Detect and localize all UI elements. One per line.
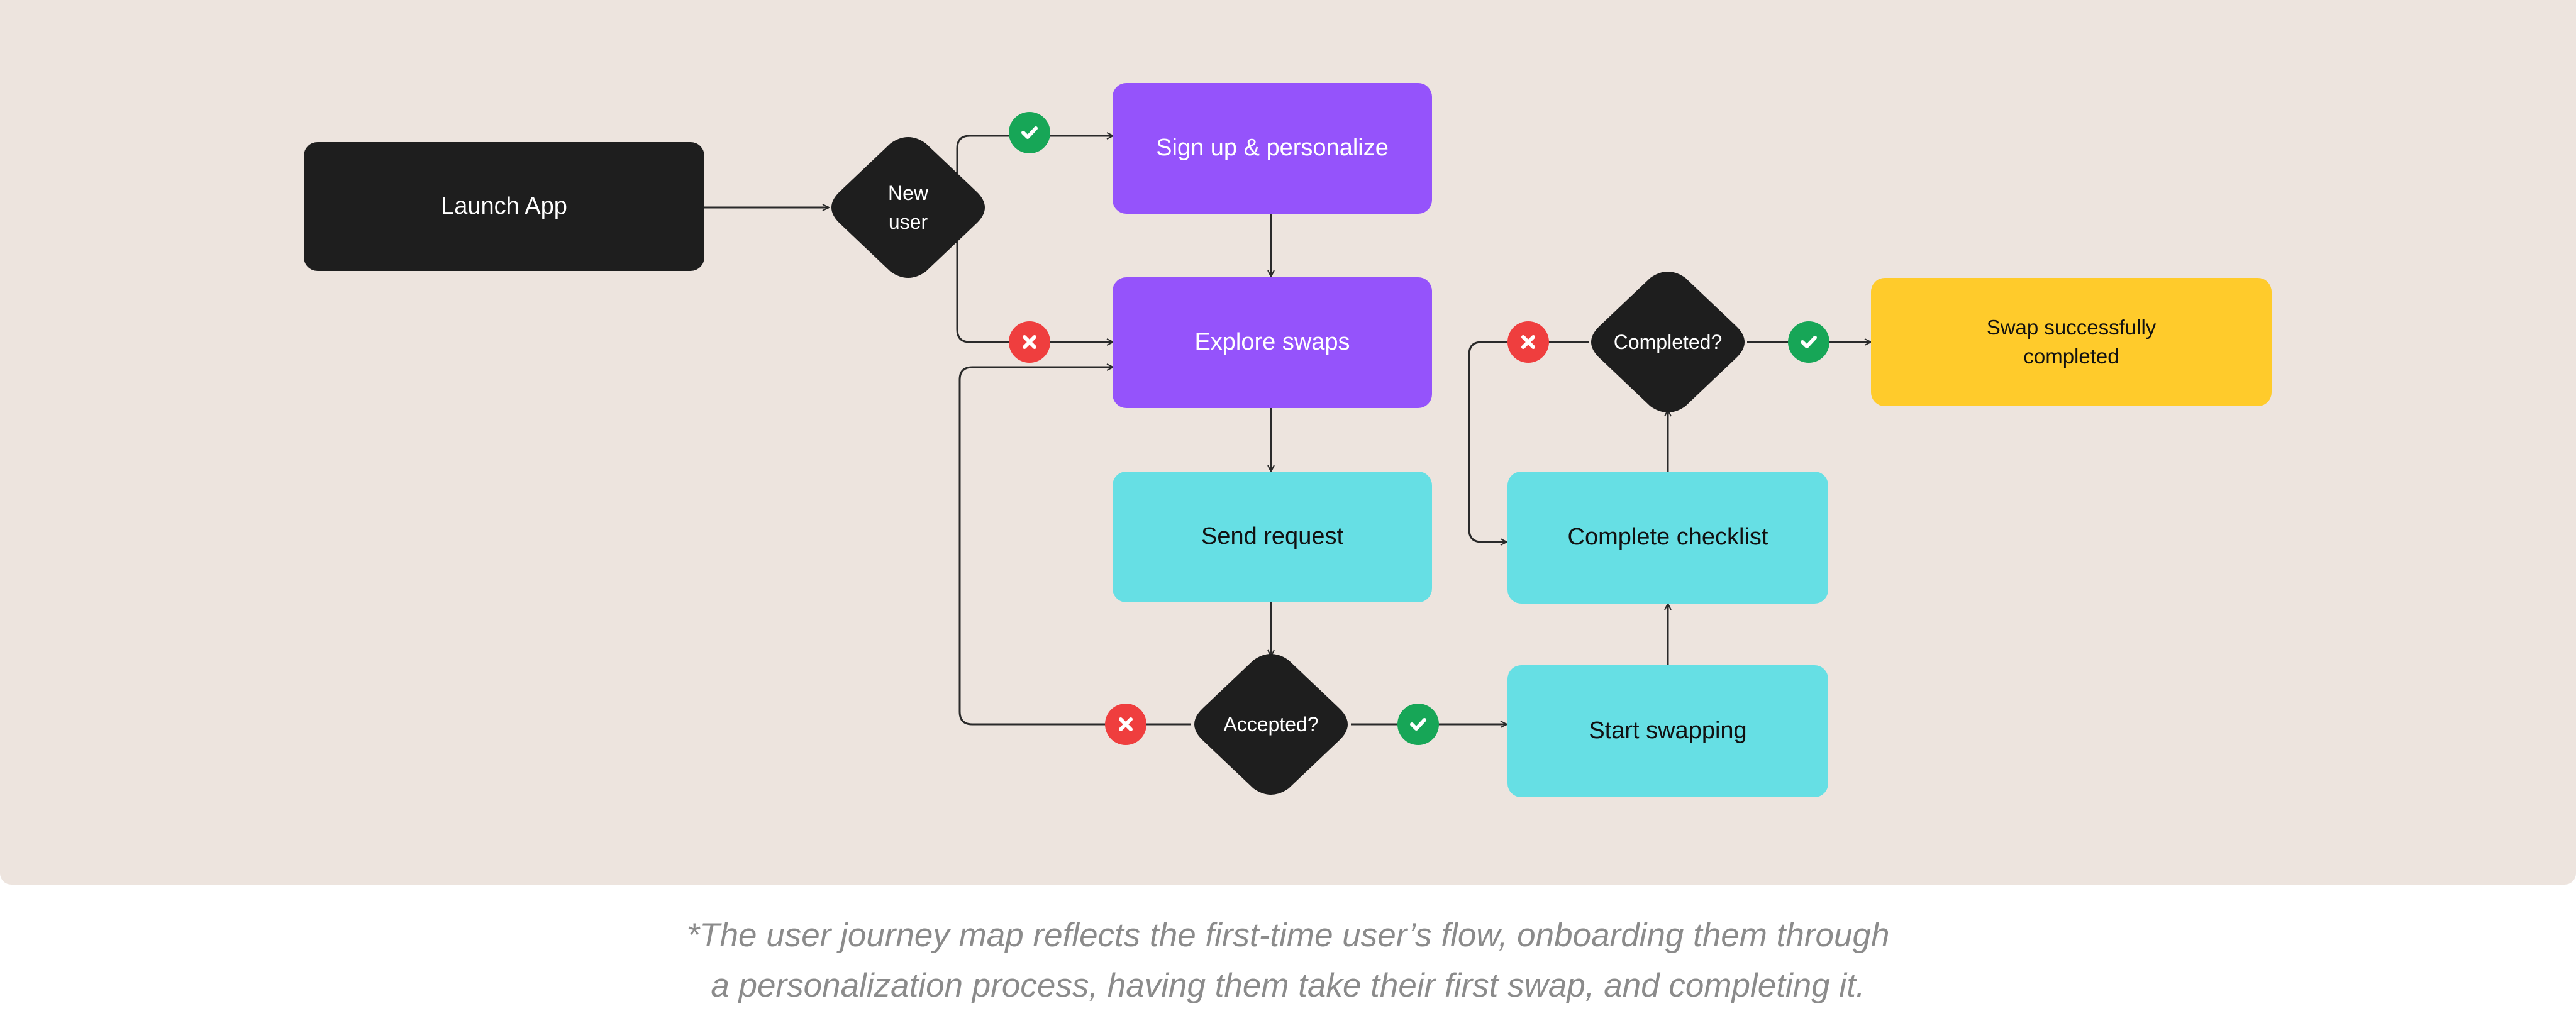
caption-line2: a personalization process, having them t…	[711, 967, 1865, 1004]
decision-accepted-label: Accepted?	[1223, 712, 1319, 736]
x-icon	[1105, 704, 1146, 745]
decision-new-user-label: New user	[887, 181, 928, 233]
node-start-swapping: Start swapping	[1507, 665, 1828, 797]
decision-completed: Completed?	[1587, 272, 1748, 412]
swap-completed-line1: Swap successfully	[1986, 315, 2157, 339]
edge-newuser-yes	[956, 136, 1113, 182]
node-complete-checklist: Complete checklist	[1507, 472, 1828, 604]
node-send-request: Send request	[1113, 472, 1432, 602]
x-icon	[1009, 321, 1050, 363]
connector-lines	[704, 0, 2576, 885]
node-launch-app: Launch App	[304, 142, 704, 271]
node-sign-up-personalize: Sign up & personalize	[1113, 83, 1432, 214]
edge-accepted-no	[958, 367, 1191, 726]
node-explore-swaps: Explore swaps	[1113, 277, 1432, 408]
caption-line1: *The user journey map reflects the first…	[686, 917, 1890, 954]
check-icon	[1788, 321, 1829, 363]
x-icon	[1507, 321, 1549, 363]
edge-completed-no	[1468, 341, 1589, 542]
check-icon	[1009, 112, 1050, 153]
decision-completed-label: Completed?	[1613, 330, 1723, 353]
swap-completed-line2: completed	[2023, 345, 2119, 368]
decision-accepted: Accepted?	[1191, 654, 1352, 795]
node-swap-successfully-completed: Swap successfully completed	[1871, 278, 2272, 406]
decision-new-user: New user	[828, 137, 989, 278]
caption: *The user journey map reflects the first…	[0, 910, 2576, 1011]
edge-newuser-no	[956, 234, 1113, 342]
check-icon	[1397, 704, 1439, 745]
